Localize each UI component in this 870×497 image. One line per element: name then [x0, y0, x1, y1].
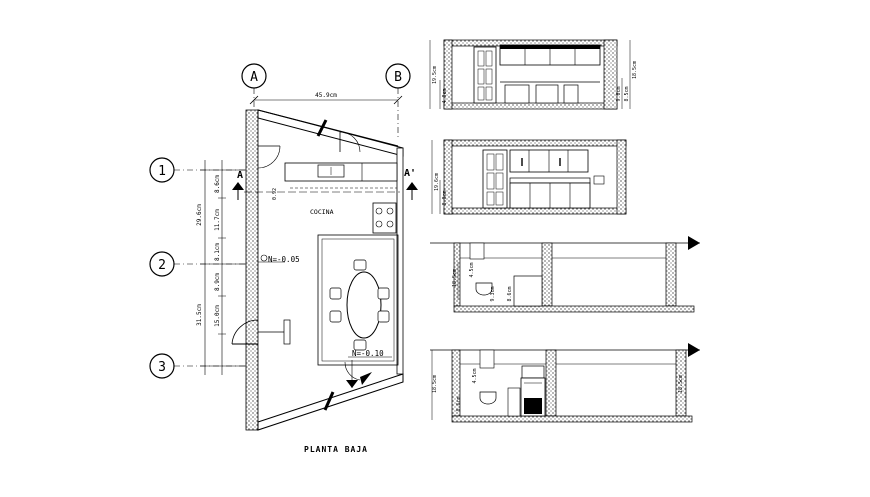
sink-icon	[479, 391, 497, 405]
e1-dim-part: 4.0cm	[442, 88, 448, 103]
floor-plan: A B 1 2 3 45.9cm	[149, 63, 418, 454]
chair-icon	[377, 310, 390, 323]
door-icon	[473, 46, 497, 104]
dim-lower-a: 8.9cm	[214, 273, 221, 291]
room-label: COCINA	[310, 208, 334, 216]
dimension-left: 29.6cm 31.5cm 8.6cm 11.7cm 8.1cm 8.9cm 1…	[196, 160, 248, 375]
level-1-label: N=-0.05	[268, 255, 300, 264]
e3-dim-total: 18.5cm	[452, 269, 458, 287]
level-2-label: N=-0.10	[352, 349, 384, 358]
door-dimension: 0.92	[272, 188, 278, 200]
e1-dim-total: 19.5cm	[432, 66, 438, 84]
dining-table	[346, 271, 382, 339]
e4-dim-a: 4.5cm	[472, 368, 478, 383]
door-lower	[231, 319, 372, 388]
dim-upper-b: 11.7cm	[214, 209, 221, 231]
grid-row-2-label: 2	[158, 258, 166, 273]
dining-area	[317, 234, 399, 366]
dim-upper-c: 8.1cm	[214, 243, 221, 261]
chair-icon	[329, 287, 342, 300]
kitchen-counter	[284, 162, 398, 189]
grid-col-b: B	[385, 63, 411, 140]
plan-title: PLANTA BAJA	[304, 445, 368, 454]
e1-dim-right-total: 18.5cm	[632, 61, 638, 79]
grid-col-a-label: A	[250, 70, 258, 85]
grid-row-3-label: 3	[158, 360, 166, 375]
window-bottom	[323, 391, 335, 411]
dimension-top: 45.9cm	[249, 92, 403, 105]
e3-dim-b: 9.3cm	[490, 286, 496, 301]
chair-icon	[353, 259, 367, 271]
dim-left-lower: 31.5cm	[196, 304, 203, 326]
dim-left-upper: 29.6cm	[196, 204, 203, 226]
e2-dim-part: 8.0cm	[442, 190, 448, 205]
section-4: 18.5cm 4.5cm 8.6cm 18.5cm	[430, 343, 700, 423]
section-3: 18.5cm 4.5cm 9.3cm 8.6cm	[430, 236, 700, 313]
lower-cabinet	[535, 84, 559, 104]
grid-col-a: A	[241, 63, 267, 115]
chair-icon	[353, 339, 367, 351]
grid-row-1-label: 1	[158, 164, 166, 179]
chair-icon	[329, 310, 342, 323]
grid-col-b-label: B	[394, 70, 402, 85]
e3-dim-c: 8.6cm	[507, 286, 513, 301]
section-mark-a-prime-label: A'	[404, 168, 416, 179]
elevation-1: 19.5cm 4.0cm 18.5cm 8.5cm 9.0cm	[429, 39, 638, 110]
window-top	[316, 119, 328, 137]
level-marker-1: N=-0.05	[258, 254, 300, 264]
door-upper: 0.92	[257, 131, 361, 200]
section-mark-a-prime: A'	[404, 168, 418, 200]
e2-dim-total: 19.6cm	[434, 173, 440, 191]
level-marker-2: N=-0.10	[348, 349, 392, 358]
sink-icon	[475, 282, 493, 296]
section-mark-a-label: A	[237, 170, 243, 181]
e4-dim-total: 18.5cm	[432, 375, 438, 393]
walls	[245, 109, 404, 431]
lower-cabinet	[504, 84, 530, 104]
door-icon	[482, 149, 508, 209]
e4-dim-b: 8.6cm	[456, 396, 462, 411]
e1-dim-right-a: 8.5cm	[624, 86, 630, 101]
section-mark-a: A	[232, 170, 400, 200]
e1-dim-right-b: 9.0cm	[616, 86, 622, 101]
e3-dim-a: 4.5cm	[469, 262, 475, 277]
dimension-top-label: 45.9cm	[315, 92, 337, 99]
elevation-2: 19.6cm 8.0cm	[431, 139, 627, 215]
chair-icon	[377, 287, 390, 300]
e4-dim-right: 18.5cm	[678, 375, 684, 393]
dim-upper-a: 8.6cm	[214, 175, 221, 193]
dim-lower-b: 15.0cm	[214, 305, 221, 327]
stove-icon	[520, 365, 546, 417]
stove-icon	[372, 202, 397, 234]
